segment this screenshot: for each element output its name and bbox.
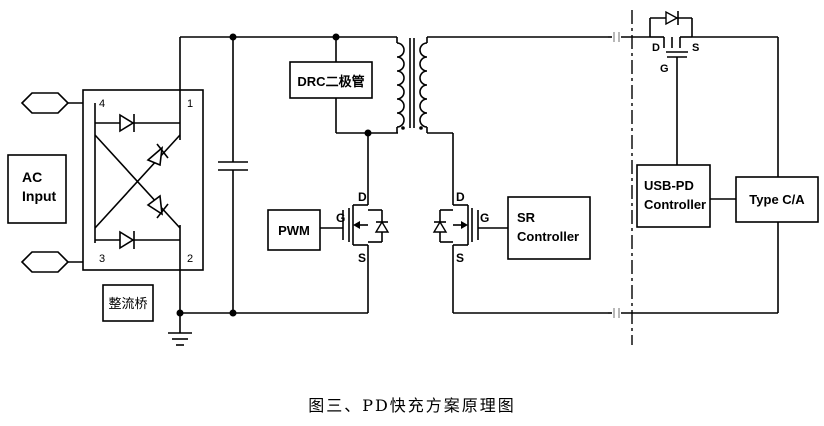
bridge-pin-3: 3 <box>99 253 105 265</box>
sr-label-line1: SR <box>517 210 536 225</box>
ac-terminal-top <box>20 92 95 114</box>
figure-caption: 图三、PD快充方案原理图 <box>308 396 516 415</box>
ac-input-label-line2: Input <box>22 188 57 204</box>
sr-label-line2: Controller <box>517 229 579 244</box>
rectifier-bridge: 4 1 3 2 <box>82 89 204 271</box>
pwm-label: PWM <box>278 223 310 238</box>
ac-input-box: AC Input <box>7 154 67 224</box>
sr-mosfet: D G S <box>432 190 489 265</box>
bridge-pin-4: 4 <box>99 98 105 110</box>
vbus-mosfet: D G S <box>649 10 778 165</box>
vbus-pin-s: S <box>692 42 699 54</box>
sr-pin-s: S <box>456 251 464 265</box>
vbus-pin-d: D <box>652 42 660 54</box>
primary-pin-d: D <box>358 190 367 204</box>
bridge-diode-bottom <box>119 230 135 250</box>
bridge-diode-lower-diag <box>146 194 169 219</box>
drc-label: DRC二极管 <box>297 74 364 89</box>
sr-controller-box: SR Controller <box>507 196 591 260</box>
bridge-label: 整流桥 <box>108 296 147 311</box>
usb-pd-controller-box: USB-PD Controller <box>636 164 711 228</box>
primary-pin-g: G <box>336 211 345 225</box>
isolation-break-marks <box>608 32 778 318</box>
type-c-a-box: Type C/A <box>735 176 819 223</box>
primary-mosfet: D G S <box>336 190 390 265</box>
vbus-pin-g: G <box>660 63 669 75</box>
usbpd-label-line1: USB-PD <box>644 178 694 193</box>
primary-pin-s: S <box>358 251 366 265</box>
pwm-box: PWM <box>267 209 343 251</box>
bridge-diode-upper-diag <box>146 143 169 167</box>
drc-diode-box: DRC二极管 <box>289 37 398 137</box>
ground-symbol <box>168 313 192 346</box>
bulk-capacitor <box>218 37 248 313</box>
bridge-pin-2: 2 <box>187 253 193 265</box>
ac-input-label-line1: AC <box>22 169 42 185</box>
bridge-pin-1: 1 <box>187 98 193 110</box>
usbpd-label-line2: Controller <box>644 197 706 212</box>
sr-pin-g: G <box>480 211 489 225</box>
bridge-diode-top <box>119 113 135 133</box>
type-ca-label: Type C/A <box>749 192 805 207</box>
bridge-label-box: 整流桥 <box>102 284 154 322</box>
sr-pin-d: D <box>456 190 465 204</box>
ac-terminal-bottom <box>20 251 95 273</box>
flyback-transformer <box>396 37 428 133</box>
